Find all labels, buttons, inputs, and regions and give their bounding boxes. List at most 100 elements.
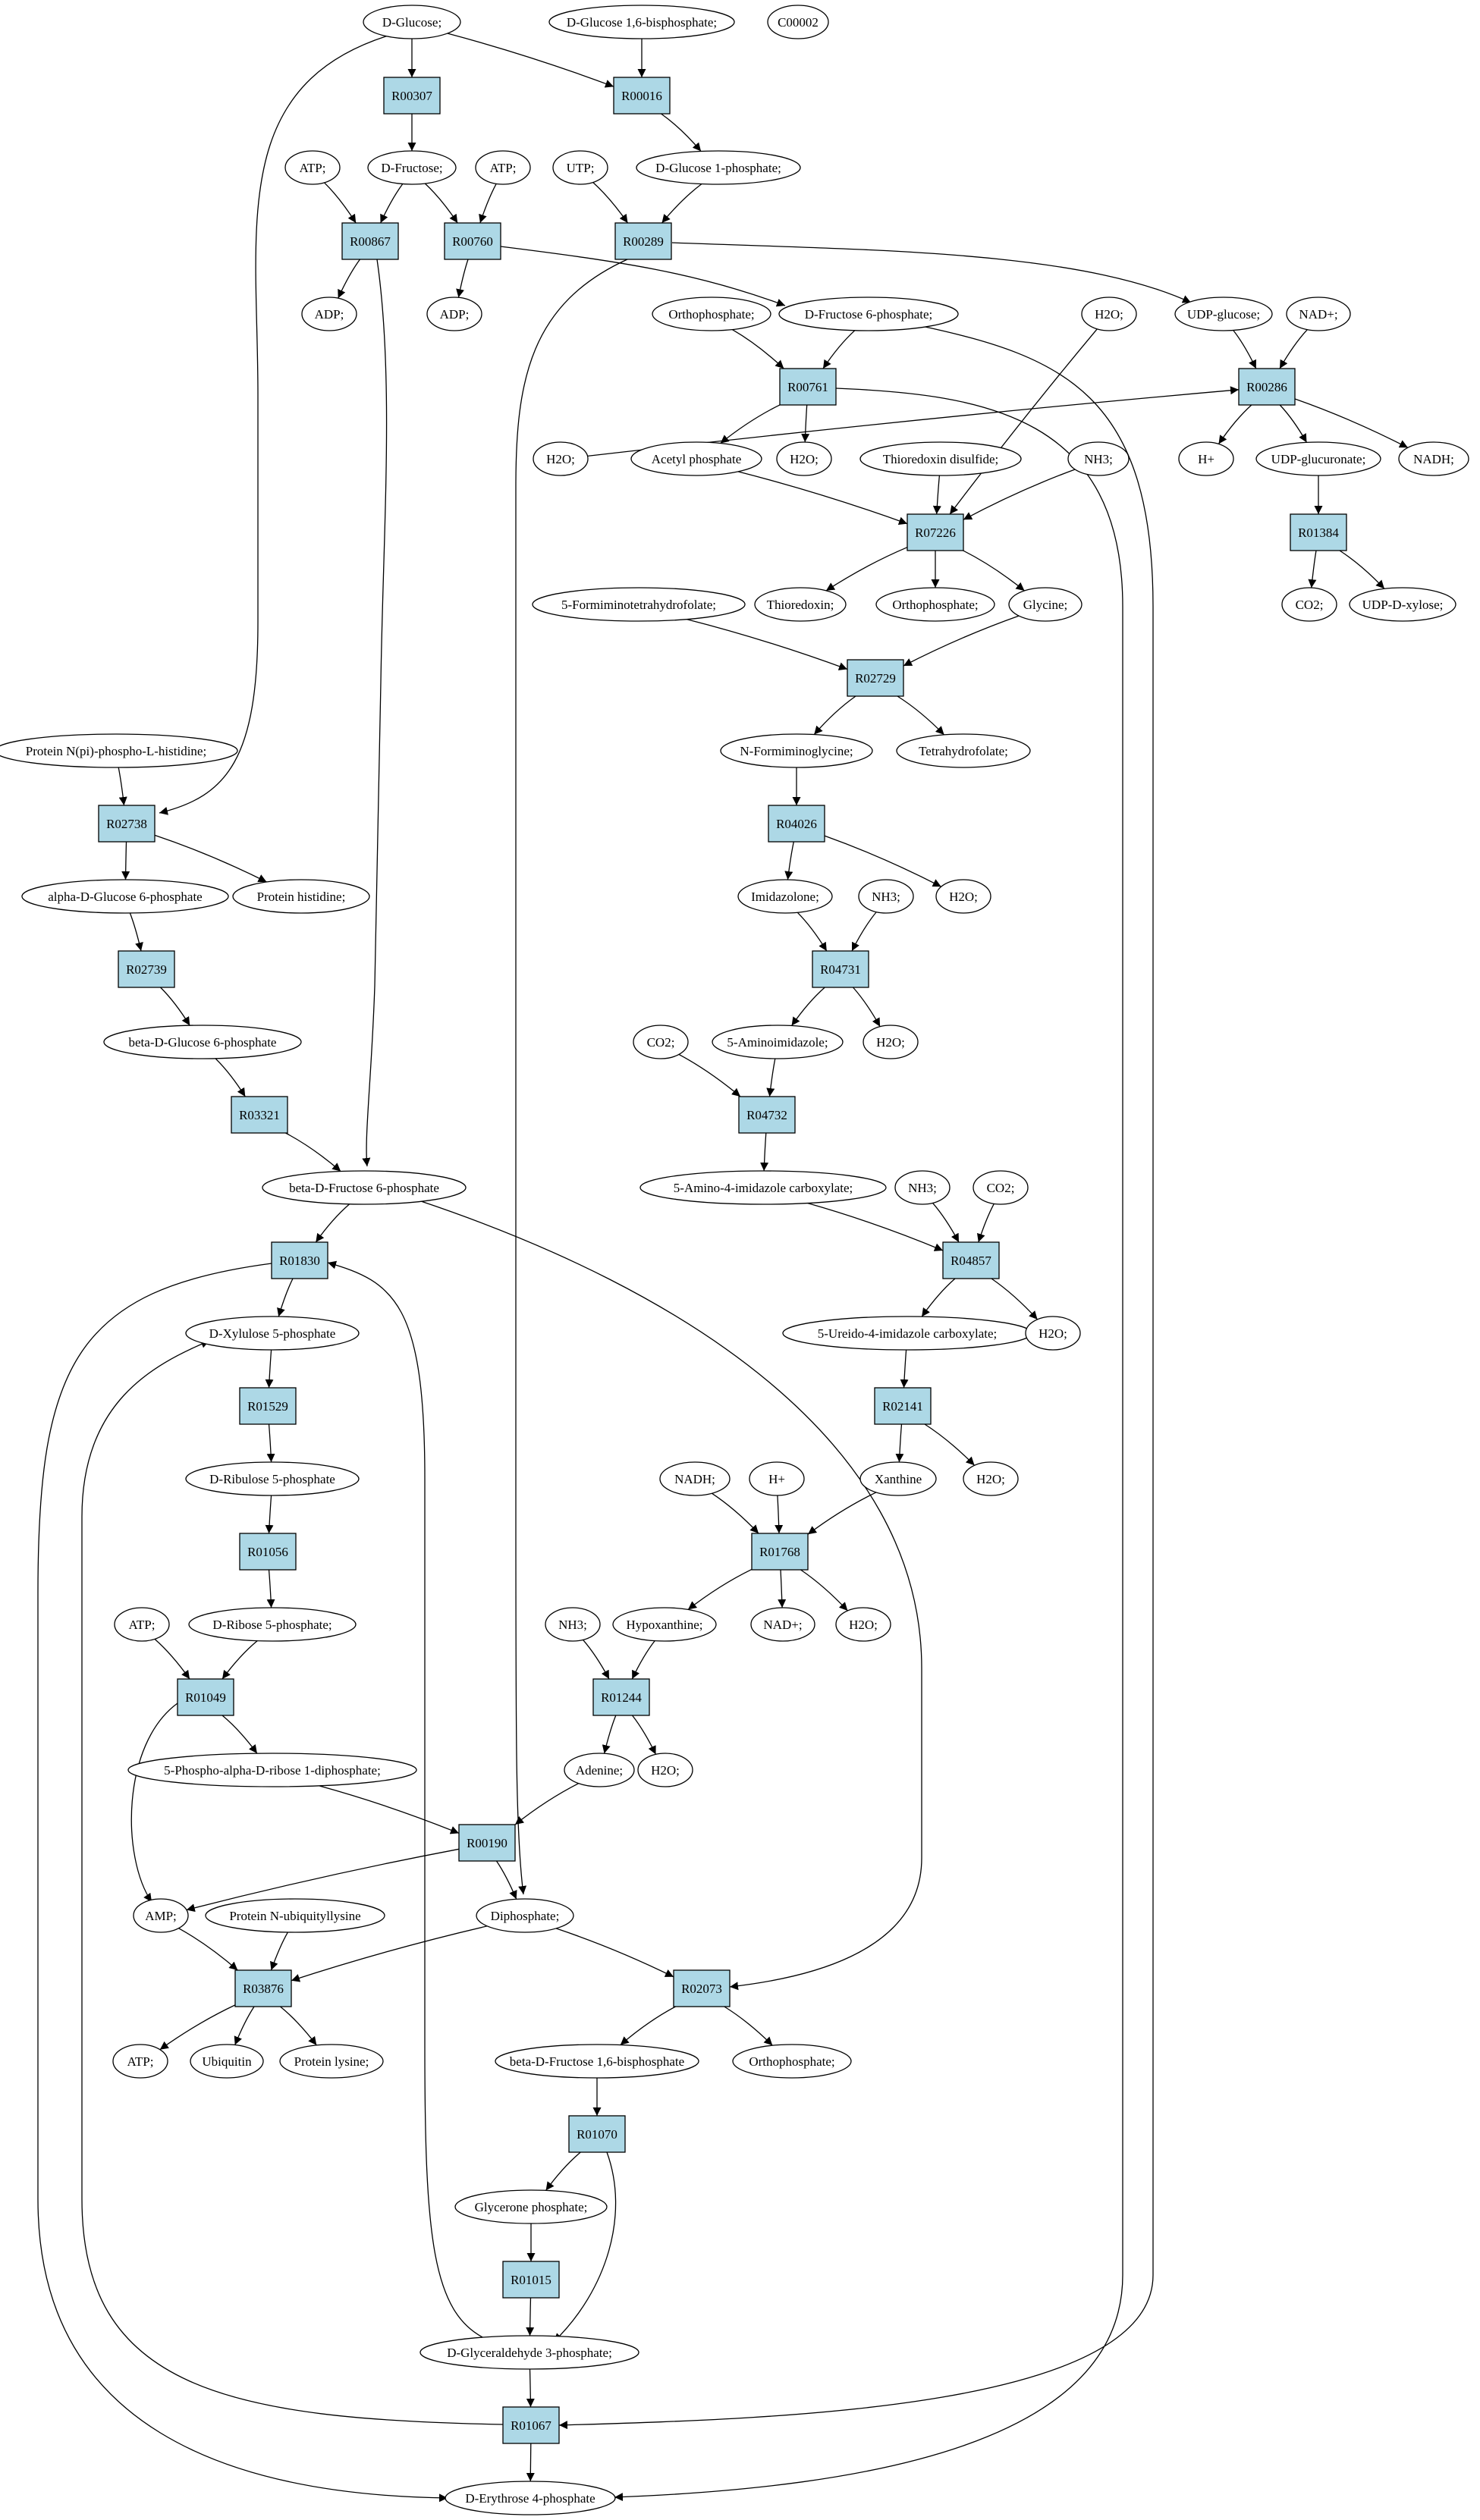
compound-node-c00002[interactable]: C00002	[767, 5, 829, 39]
compound-node-orthophosphate[interactable]: Orthophosphate;	[732, 2044, 852, 2079]
reaction-node-r04731[interactable]: R04731	[812, 950, 869, 988]
reaction-node-r01070[interactable]: R01070	[568, 2115, 626, 2153]
reaction-node-r01049[interactable]: R01049	[177, 1678, 234, 1716]
compound-node-d-fructose-6-phosphate[interactable]: D-Fructose 6-phosphate;	[778, 297, 959, 331]
compound-node-protein-n-pi-phospho-l-histidine[interactable]: Protein N(pi)-phospho-L-histidine;	[0, 733, 238, 768]
reaction-node-r03321[interactable]: R03321	[231, 1096, 288, 1134]
reaction-node-r00760[interactable]: R00760	[444, 222, 501, 260]
compound-node-udp-glucuronate[interactable]: UDP-glucuronate;	[1255, 441, 1381, 476]
compound-node-atp[interactable]: ATP;	[475, 150, 531, 185]
compound-node-adp[interactable]: ADP;	[301, 297, 357, 331]
reaction-node-r03876[interactable]: R03876	[234, 1969, 292, 2007]
reaction-node-r00289[interactable]: R00289	[614, 222, 672, 260]
compound-node-h2o[interactable]: H2O;	[963, 1461, 1019, 1496]
compound-node-d-glucose[interactable]: D-Glucose;	[363, 5, 461, 39]
compound-node-5-ureido-4-imidazole-carboxylate[interactable]: 5-Ureido-4-imidazole carboxylate;	[782, 1316, 1032, 1351]
compound-node-nh3[interactable]: NH3;	[545, 1607, 601, 1642]
reaction-node-r01067[interactable]: R01067	[502, 2406, 560, 2444]
compound-node-imidazolone[interactable]: Imidazolone;	[737, 879, 833, 914]
reaction-node-r01056[interactable]: R01056	[239, 1533, 297, 1571]
compound-node-atp[interactable]: ATP;	[284, 150, 341, 185]
reaction-node-r07226[interactable]: R07226	[907, 513, 964, 551]
compound-node-utp[interactable]: UTP;	[552, 150, 608, 185]
compound-node-orthophosphate[interactable]: Orthophosphate;	[652, 297, 771, 331]
compound-node-nad[interactable]: NAD+;	[1286, 297, 1351, 331]
compound-node-udp-glucose[interactable]: UDP-glucose;	[1174, 297, 1273, 331]
reaction-node-r01830[interactable]: R01830	[271, 1241, 328, 1279]
compound-node-h2o[interactable]: H2O;	[835, 1607, 891, 1642]
compound-node-d-ribose-5-phosphate[interactable]: D-Ribose 5-phosphate;	[188, 1607, 357, 1642]
compound-node-d-glucose-1-phosphate[interactable]: D-Glucose 1-phosphate;	[636, 150, 801, 185]
compound-node-thioredoxin[interactable]: Thioredoxin;	[754, 587, 847, 622]
compound-node-xanthine[interactable]: Xanthine	[859, 1461, 937, 1496]
compound-node-atp[interactable]: ATP;	[112, 2044, 168, 2079]
reaction-node-r01015[interactable]: R01015	[502, 2261, 560, 2299]
reaction-node-r00867[interactable]: R00867	[341, 222, 399, 260]
compound-node-d-erythrose-4-phosphate[interactable]: D-Erythrose 4-phosphate	[445, 2481, 616, 2515]
compound-node-h2o[interactable]: H2O;	[776, 441, 832, 476]
reaction-node-r02738[interactable]: R02738	[98, 805, 156, 843]
compound-node-adp[interactable]: ADP;	[426, 297, 482, 331]
compound-node-h[interactable]: H+	[749, 1461, 805, 1496]
compound-node-nh3[interactable]: NH3;	[894, 1170, 951, 1205]
reaction-node-r02739[interactable]: R02739	[118, 950, 175, 988]
compound-node-adenine[interactable]: Adenine;	[564, 1753, 635, 1787]
compound-node-beta-d-glucose-6-phosphate[interactable]: beta-D-Glucose 6-phosphate	[103, 1025, 302, 1059]
reaction-node-r00286[interactable]: R00286	[1238, 368, 1296, 406]
compound-node-beta-d-fructose-6-phosphate[interactable]: beta-D-Fructose 6-phosphate	[262, 1170, 467, 1205]
compound-node-h2o[interactable]: H2O;	[1025, 1316, 1081, 1351]
compound-node-h2o[interactable]: H2O;	[637, 1753, 693, 1787]
compound-node-alpha-d-glucose-6-phosphate[interactable]: alpha-D-Glucose 6-phosphate	[21, 879, 229, 914]
compound-node-co2[interactable]: CO2;	[633, 1025, 689, 1059]
reaction-node-r01384[interactable]: R01384	[1290, 513, 1347, 551]
reaction-node-r00016[interactable]: R00016	[613, 77, 671, 115]
compound-node-5-aminoimidazole[interactable]: 5-Aminoimidazole;	[712, 1025, 844, 1059]
reaction-node-r00190[interactable]: R00190	[458, 1824, 516, 1862]
reaction-node-r01768[interactable]: R01768	[751, 1533, 809, 1571]
reaction-node-r04732[interactable]: R04732	[738, 1096, 796, 1134]
reaction-node-r04026[interactable]: R04026	[768, 805, 825, 843]
compound-node-nad[interactable]: NAD+;	[750, 1607, 815, 1642]
reaction-node-r01244[interactable]: R01244	[592, 1678, 650, 1716]
compound-node-h2o[interactable]: H2O;	[1081, 297, 1137, 331]
compound-node-atp[interactable]: ATP;	[114, 1607, 170, 1642]
reaction-node-r01529[interactable]: R01529	[239, 1387, 297, 1425]
reaction-node-r02729[interactable]: R02729	[847, 659, 904, 697]
compound-node-d-fructose[interactable]: D-Fructose;	[367, 150, 457, 185]
compound-node-protein-lysine[interactable]: Protein lysine;	[279, 2044, 384, 2079]
compound-node-thioredoxin-disulfide[interactable]: Thioredoxin disulfide;	[859, 441, 1022, 476]
compound-node-hypoxanthine[interactable]: Hypoxanthine;	[612, 1607, 717, 1642]
compound-node-nh3[interactable]: NH3;	[1067, 441, 1130, 476]
compound-node-diphosphate[interactable]: Diphosphate;	[476, 1898, 574, 1933]
reaction-node-r00307[interactable]: R00307	[383, 77, 441, 115]
compound-node-n-formiminoglycine[interactable]: N-Formiminoglycine;	[720, 733, 873, 768]
compound-node-h2o[interactable]: H2O;	[863, 1025, 919, 1059]
compound-node-co2[interactable]: CO2;	[973, 1170, 1029, 1205]
compound-node-d-glyceraldehyde-3-phosphate[interactable]: D-Glyceraldehyde 3-phosphate;	[419, 2335, 639, 2370]
compound-node-d-glucose-1-6-bisphosphate[interactable]: D-Glucose 1,6-bisphosphate;	[548, 5, 735, 39]
compound-node-amp[interactable]: AMP;	[133, 1898, 189, 1933]
compound-node-glycerone-phosphate[interactable]: Glycerone phosphate;	[454, 2189, 608, 2224]
compound-node-tetrahydrofolate[interactable]: Tetrahydrofolate;	[896, 733, 1031, 768]
compound-node-5-formiminotetrahydrofolate[interactable]: 5-Formiminotetrahydrofolate;	[532, 587, 746, 622]
compound-node-d-ribulose-5-phosphate[interactable]: D-Ribulose 5-phosphate	[185, 1461, 360, 1496]
compound-node-5-amino-4-imidazole-carboxylate[interactable]: 5-Amino-4-imidazole carboxylate;	[639, 1170, 887, 1205]
compound-node-nadh[interactable]: NADH;	[1398, 441, 1469, 476]
compound-node-orthophosphate[interactable]: Orthophosphate;	[875, 587, 995, 622]
reaction-node-r02073[interactable]: R02073	[673, 1969, 731, 2007]
compound-node-protein-histidine[interactable]: Protein histidine;	[232, 879, 370, 914]
compound-node-h2o[interactable]: H2O;	[533, 441, 589, 476]
compound-node-acetyl-phosphate[interactable]: Acetyl phosphate	[630, 441, 762, 476]
reaction-node-r02141[interactable]: R02141	[874, 1387, 932, 1425]
compound-node-nadh[interactable]: NADH;	[659, 1461, 731, 1496]
reaction-node-r00761[interactable]: R00761	[779, 368, 837, 406]
compound-node-d-xylulose-5-phosphate[interactable]: D-Xylulose 5-phosphate	[185, 1316, 360, 1351]
compound-node-co2[interactable]: CO2;	[1281, 587, 1337, 622]
compound-node-nh3[interactable]: NH3;	[858, 879, 914, 914]
compound-node-beta-d-fructose-1-6-bisphosphate[interactable]: beta-D-Fructose 1,6-bisphosphate	[495, 2044, 699, 2079]
reaction-node-r04857[interactable]: R04857	[942, 1241, 1000, 1279]
compound-node-ubiquitin[interactable]: Ubiquitin	[190, 2044, 264, 2079]
compound-node-glycine[interactable]: Glycine;	[1008, 587, 1083, 622]
compound-node-5-phospho-alpha-d-ribose-1-diphosphate[interactable]: 5-Phospho-alpha-D-ribose 1-diphosphate;	[127, 1753, 417, 1787]
compound-node-h[interactable]: H+	[1178, 441, 1234, 476]
